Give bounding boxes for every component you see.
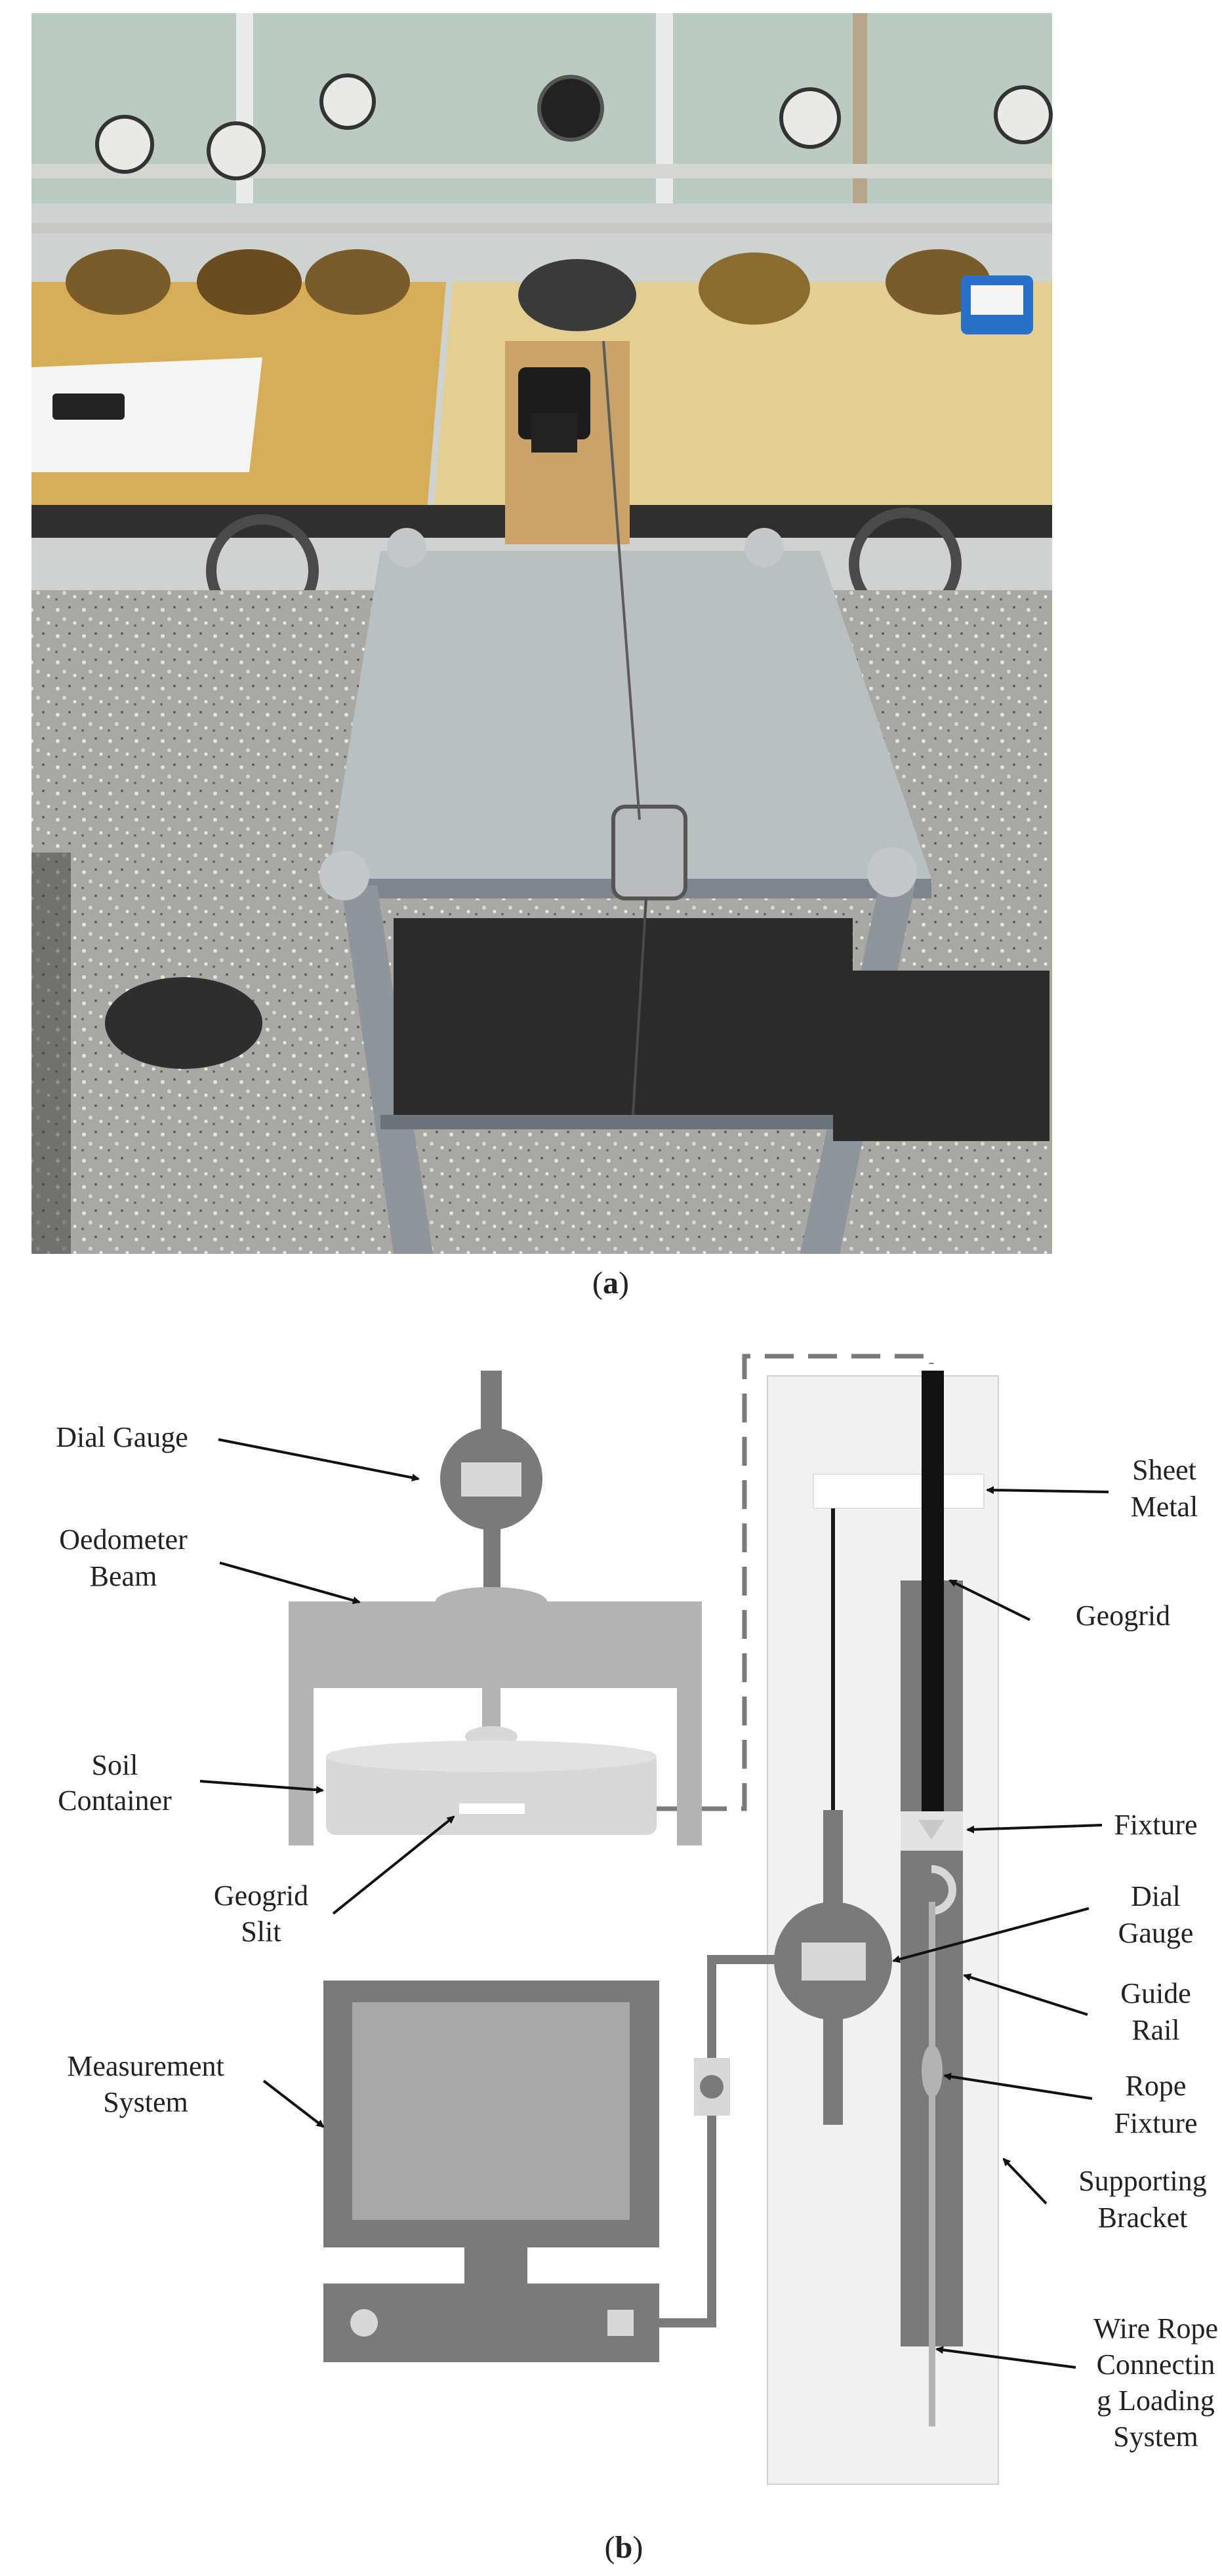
photo-panel: [31, 13, 1053, 1254]
caption-a-close: ): [619, 1266, 629, 1300]
oedometer-beam: [289, 1601, 702, 1688]
soil-container: [326, 1751, 657, 1835]
label-sheet-metal-2: Metal: [1131, 1491, 1198, 1523]
label-supporting-bracket-2: Bracket: [1098, 2202, 1188, 2234]
diagram-panel: [289, 1354, 999, 2485]
caption-a: (a): [592, 1266, 629, 1300]
label-sheet-metal-1: Sheet: [1132, 1454, 1196, 1486]
label-guide-rail-2: Rail: [1131, 2014, 1179, 2046]
rope-hook: [931, 1865, 956, 1915]
caption-b-letter: b: [615, 2530, 633, 2565]
computer-square-button: [607, 2310, 634, 2336]
label-dial-gauge-right-1: Dial: [1131, 1880, 1181, 1912]
oedometer-leg-left: [289, 1688, 314, 1845]
label-oedometer-beam-2: Beam: [90, 1560, 157, 1592]
label-fixture: Fixture: [1114, 1809, 1197, 1841]
label-geogrid-slit-2: Slit: [241, 1916, 281, 1948]
geogrid: [922, 1371, 944, 1817]
dial-gauge-left-face: [461, 1462, 521, 1497]
sheet-metal: [813, 1474, 985, 1509]
label-wire-rope-2: Connectin: [1097, 2348, 1215, 2381]
label-geogrid-slit-1: Geogrid: [214, 1880, 308, 1912]
label-measurement-system-2: System: [103, 2086, 188, 2118]
photo-pulley: [611, 805, 687, 900]
rope-fixture: [922, 2045, 943, 2097]
computer-power-button: [350, 2309, 378, 2337]
label-oedometer-beam-1: Oedometer: [59, 1523, 188, 1556]
oedometer-leg-right: [677, 1688, 702, 1845]
computer-base: [323, 2284, 659, 2362]
labels-left: Dial Gauge Oedometer Beam Soil Container…: [56, 1421, 455, 2128]
geogrid-slit: [459, 1803, 525, 1814]
monitor-neck: [464, 2247, 527, 2284]
label-wire-rope-4: System: [1113, 2421, 1198, 2453]
label-soil-container-1: Soil: [92, 1749, 138, 1781]
label-wire-rope-1: Wire Rope: [1093, 2312, 1218, 2345]
data-cable: [659, 1955, 790, 2327]
monitor-screen: [352, 2002, 630, 2220]
photo-metal-plate: [328, 551, 931, 879]
photo-oedometers: [66, 73, 1053, 334]
caption-b-close: ): [632, 2530, 643, 2565]
label-measurement-system-1: Measurement: [67, 2050, 224, 2082]
label-dial-gauge-left: Dial Gauge: [56, 1421, 188, 1453]
wire-rope: [929, 1902, 935, 2426]
labels-right: Sheet Metal Geogrid Fixture Dial Gauge G…: [892, 1454, 1218, 2453]
dashed-geogrid-link: [525, 1354, 934, 1811]
caption-b: (b): [605, 2530, 643, 2565]
caption-a-open: (: [592, 1266, 603, 1300]
dial-gauge-right-face: [802, 1942, 866, 1981]
label-guide-rail-1: Guide: [1120, 1977, 1191, 2009]
label-dial-gauge-right-2: Gauge: [1118, 1917, 1194, 1949]
label-geogrid: Geogrid: [1076, 1600, 1170, 1632]
caption-a-letter: a: [603, 1266, 619, 1300]
label-supporting-bracket-1: Supporting: [1078, 2165, 1207, 2197]
label-rope-fixture-2: Fixture: [1114, 2107, 1197, 2139]
caption-b-open: (: [605, 2530, 615, 2565]
label-wire-rope-3: g Loading: [1097, 2385, 1215, 2417]
label-soil-container-2: Container: [58, 1784, 172, 1817]
label-rope-fixture-1: Rope: [1126, 2070, 1187, 2102]
